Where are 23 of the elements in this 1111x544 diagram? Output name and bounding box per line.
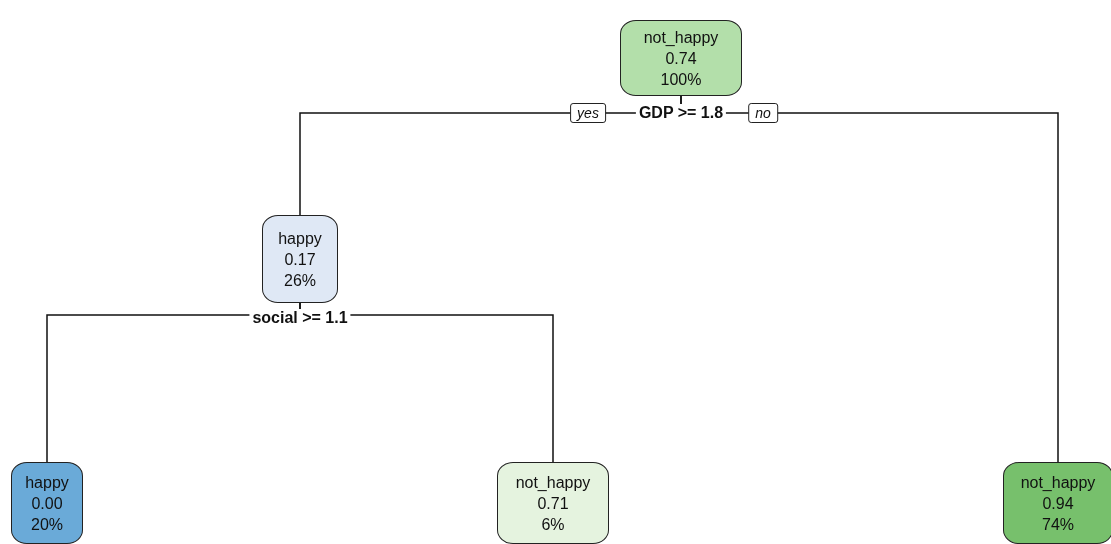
node-text: 20% — [31, 514, 63, 535]
tree-node — [497, 462, 609, 544]
node-text: 74% — [1042, 514, 1074, 535]
tree-node — [620, 20, 742, 96]
node-text: 0.94 — [1042, 493, 1074, 514]
connector-line — [680, 95, 1059, 463]
tree-node — [262, 215, 338, 303]
node-text: not_happy — [643, 27, 719, 48]
edge-label: no — [748, 103, 778, 123]
node-text: not_happy — [515, 472, 591, 493]
tree-node — [1003, 462, 1111, 544]
node-text: 26% — [284, 270, 316, 291]
node-text: not_happy — [1020, 472, 1096, 493]
node-text: 0.71 — [537, 493, 569, 514]
node-text: 0.74 — [665, 48, 697, 69]
tree-node — [11, 462, 83, 544]
node-text: 0.00 — [31, 493, 63, 514]
node-text: 0.17 — [284, 249, 316, 270]
node-text: 100% — [660, 69, 702, 90]
node-text: happy — [25, 472, 69, 493]
node-text: happy — [278, 228, 322, 249]
node-text: 6% — [541, 514, 565, 535]
edge-label: yes — [570, 103, 606, 123]
